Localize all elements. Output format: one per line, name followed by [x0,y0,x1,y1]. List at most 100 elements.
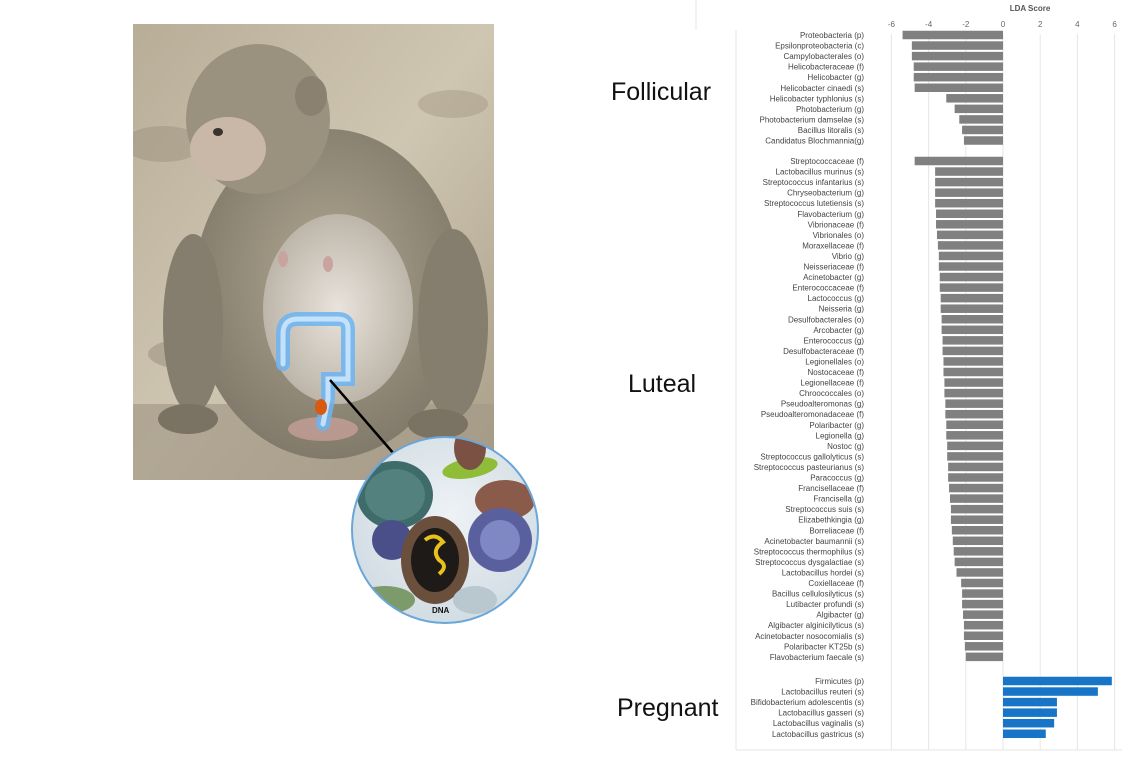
category-label: Lactobacillus gastricus (s) [772,730,864,739]
category-label: Nostocaceae (f) [808,368,865,377]
category-label: Pseudoalteromonas (g) [781,400,864,409]
bar [961,578,1003,588]
bar [1003,708,1057,717]
bar [964,642,1003,651]
group-label-follicular: Follicular [611,78,712,106]
bar [936,230,1003,240]
category-label: Streptococcus thermophilus (s) [754,547,865,556]
category-label: Bacillus cellulosilyticus (s) [772,590,864,599]
category-label: Moraxellaceae (f) [802,241,864,250]
category-label: Vibrio (g) [832,252,865,261]
bar [945,409,1003,419]
category-label: Streptococcus infantarius (s) [763,178,865,187]
bar [949,494,1003,503]
category-label: Vibrionales (o) [813,231,865,240]
category-label: Desulfobacteraceae (f) [783,347,864,356]
category-label: Streptococcaceae (f) [790,157,864,166]
category-label: Chroococcales (o) [799,389,864,398]
bar [943,357,1003,366]
category-label: Legionella (g) [816,431,865,440]
category-label: Algibacter alginicilyticus (s) [768,621,864,630]
bar [940,293,1003,303]
bar [935,188,1003,197]
category-label: Algibacter (g) [816,611,864,620]
x-axis-title: LDA Score [1010,4,1051,13]
bar [935,167,1003,176]
category-label: Francisellaceae (f) [798,484,864,493]
bar [1003,676,1112,686]
bar [939,283,1003,292]
category-label: Francisella (g) [813,495,864,504]
category-label: Acinetobacter nosocomialis (s) [755,632,864,641]
bar [962,589,1003,598]
category-label: Lactobacillus hordei (s) [782,568,865,577]
bar [954,557,1003,567]
bar [962,125,1003,135]
bar [963,631,1003,640]
bar [1003,729,1046,738]
bar [938,251,1003,261]
bar [902,30,1003,40]
category-label: Proteobacteria (p) [800,31,864,40]
category-label: Firmicutes (p) [815,677,864,686]
category-label: Bacillus litoralis (s) [798,126,865,135]
bar [963,610,1003,619]
category-label: Borreliaceae (f) [809,526,864,535]
category-label: Helicobacter cinaedi (s) [780,84,864,93]
category-label: Desulfobacterales (o) [788,315,864,324]
bar [956,568,1003,577]
x-tick-label: 6 [1112,20,1117,29]
bar [953,547,1003,556]
bar [946,431,1003,440]
group-label-luteal: Luteal [628,370,697,398]
monkey-illustration [133,24,494,480]
bar [911,41,1003,50]
bar [965,652,1003,662]
x-tick-label: -4 [925,20,933,29]
monkey-photo [133,24,494,480]
bar [936,209,1003,218]
category-label: Nostoc (g) [827,442,864,451]
category-label: Lutibacter profundi (s) [786,600,864,609]
bar [959,115,1003,124]
bar [963,620,1003,630]
x-tick-label: 4 [1075,20,1080,29]
category-label: Streptococcus gallolyticus (s) [760,452,864,461]
category-label: Flavobacterium (g) [797,210,864,219]
category-label: Acinetobacter baumannii (s) [764,537,864,546]
bar [942,336,1003,345]
category-label: Vibrionaceae (f) [808,220,865,229]
bar [963,136,1003,145]
bar [941,325,1003,335]
bar [935,177,1003,187]
dna-label: DNA [432,606,450,615]
bar [946,420,1003,429]
bar [948,462,1003,472]
x-tick-label: -2 [962,20,970,29]
bar [954,104,1003,114]
bar [948,473,1003,482]
category-label: Lactobacillus vaginalis (s) [773,719,864,728]
bar [951,526,1003,535]
bar [947,441,1003,451]
category-label: Enterococcus (g) [804,336,865,345]
bar [962,599,1003,609]
bar [949,483,1003,493]
bar [938,262,1003,271]
bar [952,536,1003,546]
category-label: Arcobacter (g) [813,326,864,335]
category-label: Campylobacterales (o) [784,52,865,61]
category-label: Lactococcus (g) [808,294,865,303]
category-label: Enterococcaceae (f) [792,284,864,293]
category-label: Photobacterium (g) [796,105,864,114]
bar [947,452,1003,461]
bar [911,51,1003,61]
category-label: Helicobacteraceae (f) [788,63,864,72]
bar [939,272,1003,282]
bar [944,378,1003,387]
category-label: Neisseriaceae (f) [804,263,865,272]
category-label: Flavobacterium faecale (s) [770,653,865,662]
bar [935,198,1003,208]
